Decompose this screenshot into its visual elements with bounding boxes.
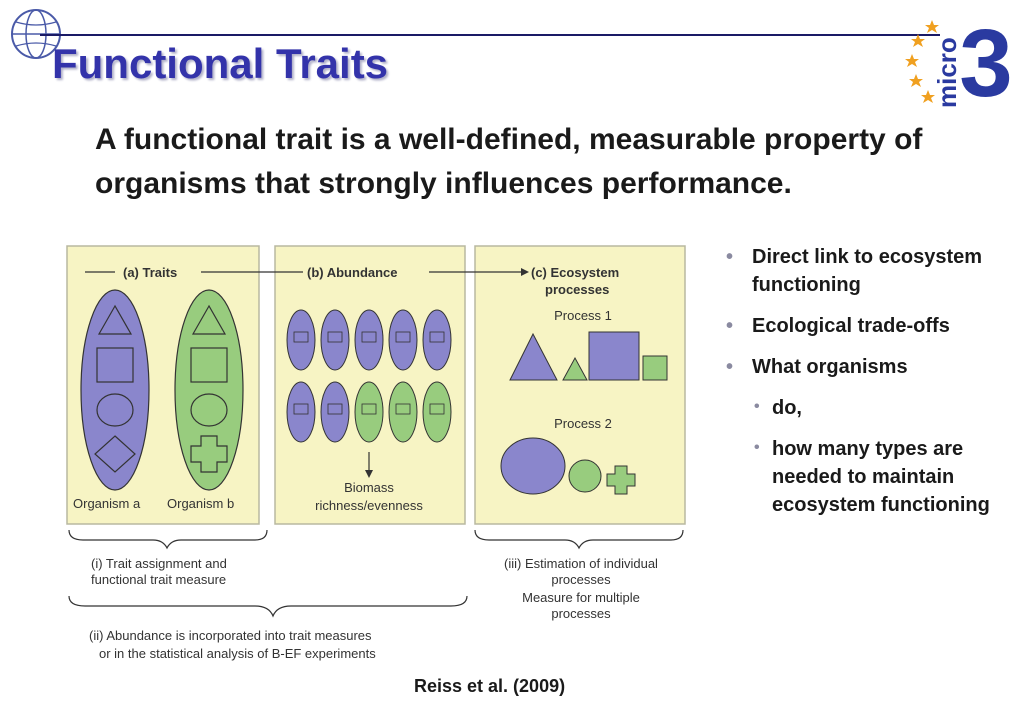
- functional-traits-figure: (a) Traits (b) Abundance (c) Ecosystem p…: [55, 240, 695, 670]
- label-processes: processes: [545, 282, 609, 297]
- lead-prefix: A: [95, 123, 124, 156]
- sub-bullet-item: how many types are needed to maintain ec…: [726, 434, 1006, 519]
- title-rule: [40, 34, 940, 36]
- bullet-list: Direct link to ecosystem functioning Eco…: [726, 243, 1006, 532]
- label-organism-a: Organism a: [73, 496, 141, 511]
- label-richness: richness/evenness: [315, 498, 423, 513]
- citation: Reiss et al. (2009): [414, 676, 566, 696]
- label-process-2: Process 2: [554, 416, 612, 431]
- note-iii-line1: (iii) Estimation of individual: [504, 556, 658, 571]
- note-ii-line1: (ii) Abundance is incorporated into trai…: [89, 628, 372, 643]
- bullet-item: Direct link to ecosystem functioning: [726, 243, 1006, 299]
- label-biomass: Biomass: [344, 480, 394, 495]
- lead-sentence: A functional trait is a well-defined, me…: [95, 118, 955, 206]
- lead-rest: is a well-defined, measurable property o…: [95, 123, 923, 200]
- micro3-logo: 3 micro: [900, 8, 1013, 117]
- star-ring-icon: 3 micro: [905, 10, 1013, 117]
- label-traits: (a) Traits: [123, 265, 177, 280]
- slide-title: Functional Traits: [52, 40, 389, 87]
- logo-word: micro: [932, 37, 962, 108]
- label-ecosystem: (c) Ecosystem: [531, 265, 619, 280]
- label-abundance: (b) Abundance: [307, 265, 398, 280]
- note-iii-line4: processes: [551, 606, 611, 621]
- note-ii-line2: or in the statistical analysis of B-EF e…: [99, 646, 376, 661]
- sub-bullet-item: do,: [726, 393, 1006, 422]
- note-i-line2: functional trait measure: [91, 572, 226, 587]
- bullet-item: What organisms: [726, 353, 1006, 381]
- label-process-1: Process 1: [554, 308, 612, 323]
- note-i-line1: (i) Trait assignment and: [91, 556, 227, 571]
- bullet-item: Ecological trade-offs: [726, 312, 1006, 340]
- lead-term: functional trait: [123, 123, 333, 156]
- note-iii-line2: processes: [551, 572, 611, 587]
- note-iii-line3: Measure for multiple: [522, 590, 640, 605]
- label-organism-b: Organism b: [167, 496, 234, 511]
- logo-numeral: 3: [959, 10, 1012, 112]
